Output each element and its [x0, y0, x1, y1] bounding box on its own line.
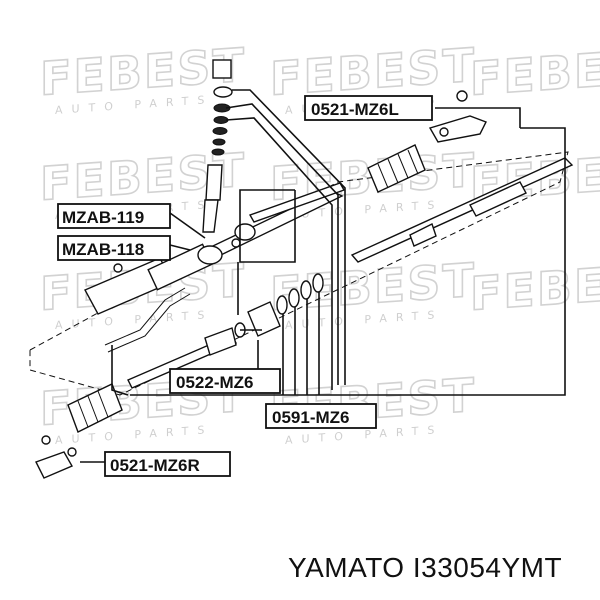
left-boot: [67, 383, 123, 433]
pinion-stack: [202, 59, 233, 233]
label-tie-rod-end-left: 0521-MZ6L: [304, 95, 433, 121]
rack-stop: [409, 223, 437, 247]
label-text: 0522-MZ6: [176, 373, 253, 392]
tie-rod-end-nut: [67, 447, 77, 457]
pinion-shaft: [202, 199, 219, 233]
seal-ring: [276, 295, 288, 315]
left-boot-folds: [77, 390, 109, 428]
bolt: [113, 263, 123, 273]
leader-line: [111, 345, 129, 396]
boots: [67, 144, 426, 433]
bolt: [231, 238, 241, 248]
tie-rod-end-nut: [456, 90, 468, 102]
label-text: 0521-MZ6L: [311, 100, 399, 119]
label-tie-rod-end-right: 0521-MZ6R: [104, 451, 231, 477]
rack-teeth: [469, 181, 527, 217]
rack-clamp: [234, 223, 256, 241]
pinion-seal: [212, 138, 226, 146]
pinion-seal: [213, 116, 229, 124]
inner-tie-rod-joint: [204, 327, 237, 356]
leader-line: [239, 189, 296, 263]
label-text: MZAB-119: [62, 208, 144, 227]
label-box: [57, 203, 171, 229]
tie-rod-end-nut: [439, 127, 449, 137]
leader-line: [225, 117, 333, 390]
pinion-gear: [205, 164, 223, 201]
seal-ring: [312, 273, 324, 293]
pinion-boss: [197, 245, 223, 265]
leader-line: [225, 103, 339, 385]
watermark-brand: FEBEST: [470, 253, 600, 321]
label-text: MZAB-118: [62, 240, 144, 259]
seal-ring: [300, 280, 312, 300]
assembly-outline: [29, 151, 569, 396]
label-text: 0521-MZ6R: [110, 456, 200, 475]
pinion-cap: [212, 59, 232, 79]
label-box: [104, 451, 231, 477]
pinion-washer: [213, 86, 233, 98]
seal-rings: [234, 273, 324, 338]
label-seal-kit: 0591-MZ6: [265, 403, 377, 429]
leader-line: [169, 212, 206, 239]
tie-rod-end-left-part: [428, 115, 487, 143]
label-mount-bushing-118: MZAB-118: [57, 235, 171, 261]
label-box: [169, 368, 281, 394]
pinion-seal: [212, 127, 228, 135]
label-inner-tie-rod: 0522-MZ6: [169, 368, 281, 394]
label-box: [265, 403, 377, 429]
hydraulic-line: [104, 287, 191, 353]
label-text: 0591-MZ6: [272, 408, 349, 427]
label-mount-bushing-119: MZAB-119: [57, 203, 171, 229]
leader-line: [130, 127, 566, 396]
leader-line: [282, 292, 320, 395]
leader-line: [435, 107, 521, 128]
pinion-seal: [211, 148, 225, 156]
leader-lines: [80, 89, 566, 463]
label-box: [304, 95, 433, 121]
leader-line: [232, 89, 346, 385]
tie-rod-ends: [35, 90, 487, 479]
leader-line: [169, 244, 191, 251]
watermark-brand: FEBEST: [470, 38, 600, 106]
product-caption: YAMATO I33054YMT: [288, 552, 563, 583]
tie-rod-end-right-part: [35, 451, 73, 479]
right-boot-folds: [377, 149, 419, 189]
tie-rod-end-nut: [41, 435, 51, 445]
seal-ring: [288, 288, 300, 308]
center-boot: [247, 301, 281, 337]
label-box: [57, 235, 171, 261]
